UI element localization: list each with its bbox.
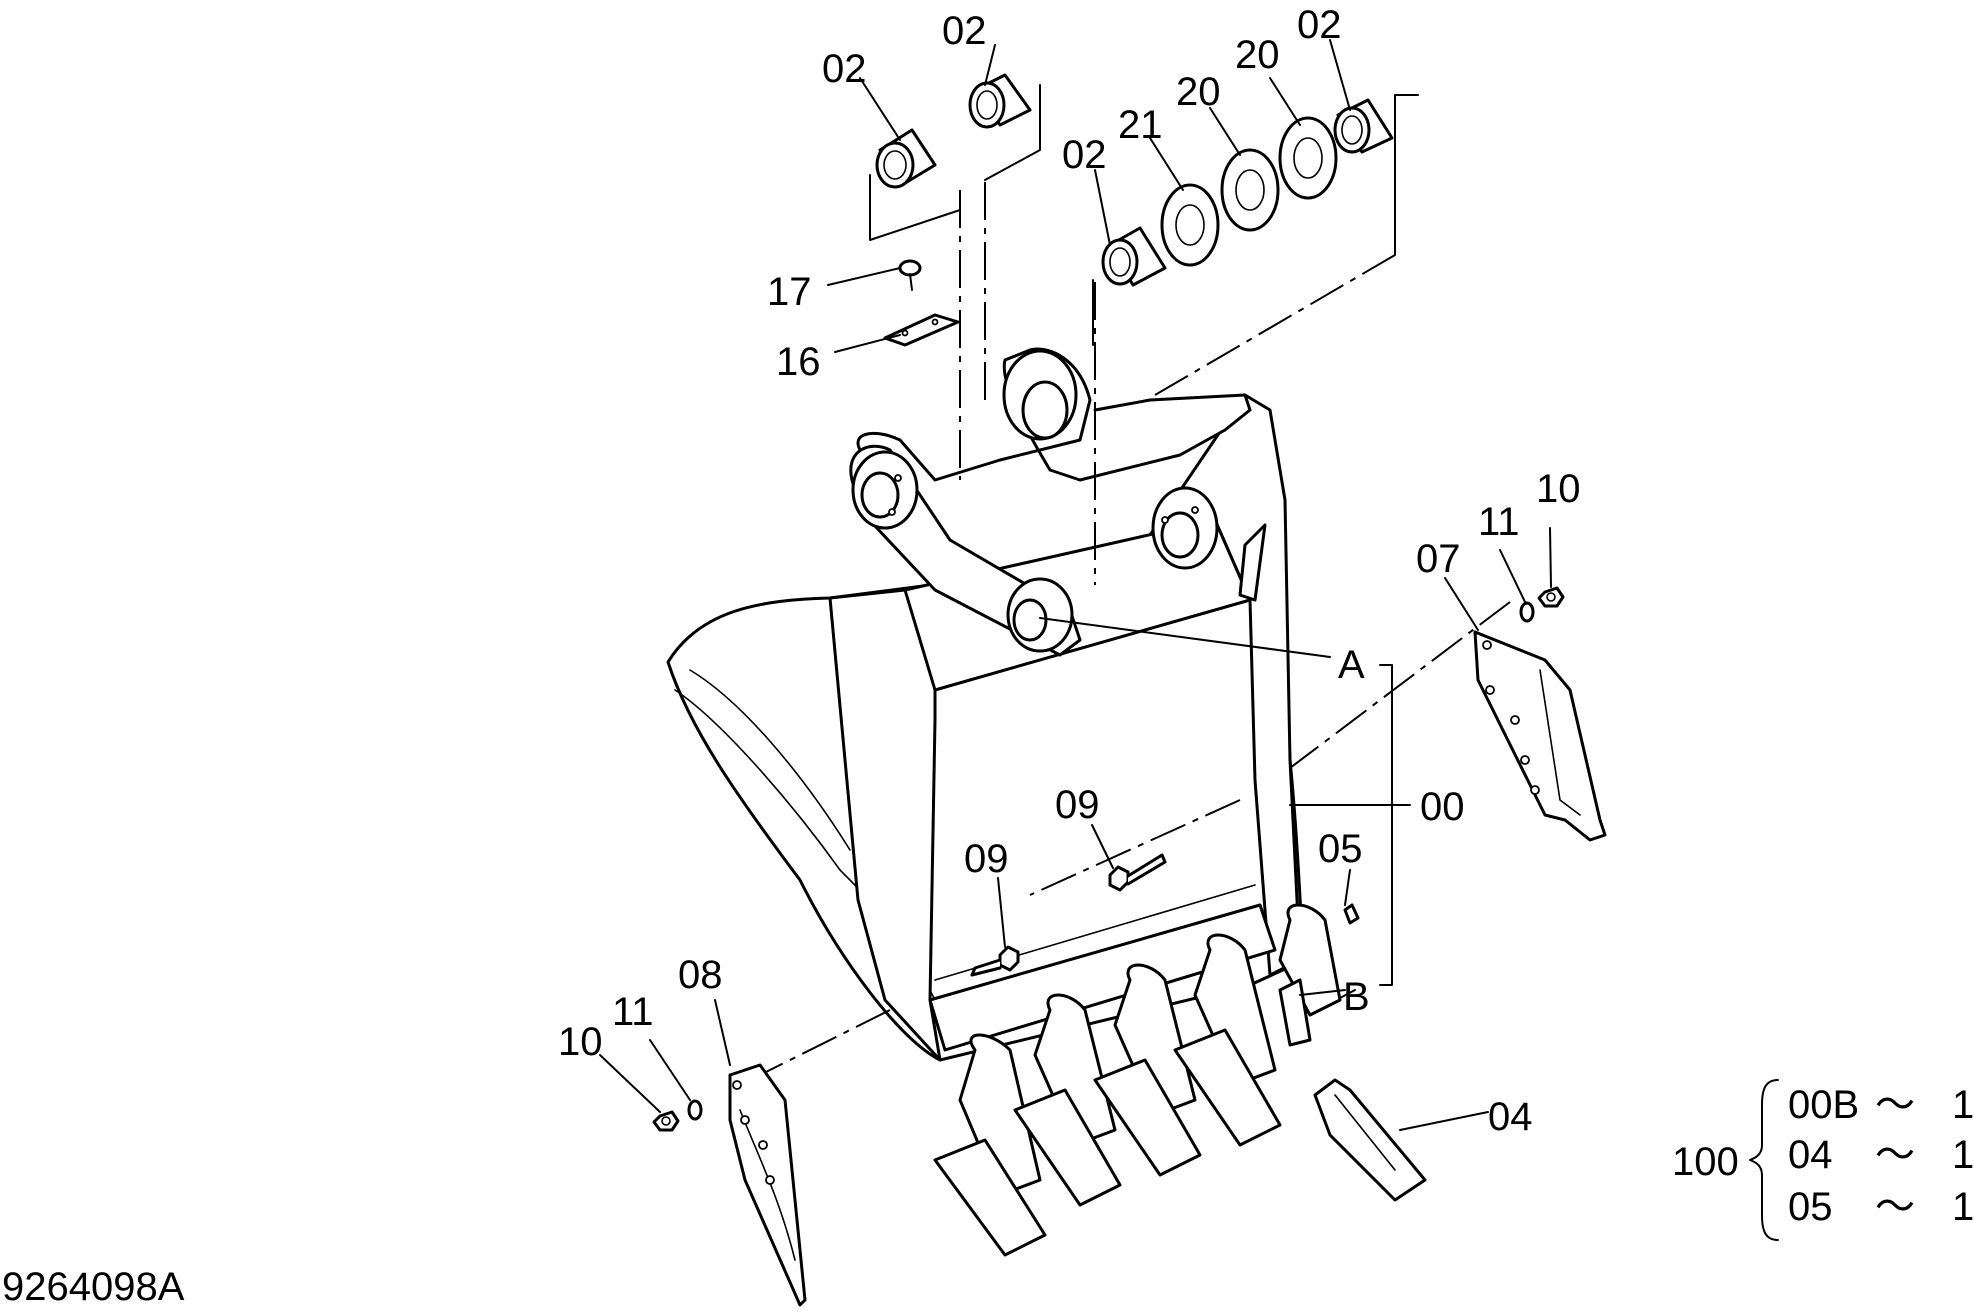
callout-17: 17 <box>767 270 812 314</box>
callout-02d: 02 <box>1297 3 1342 47</box>
washer-21 <box>1160 183 1220 267</box>
callout-00: 00 <box>1420 785 1465 829</box>
bolt-09-b <box>1108 853 1167 892</box>
pin-boss-right <box>1151 486 1219 570</box>
callout-02a: 02 <box>822 47 867 91</box>
callout-11-right: 11 <box>1478 500 1520 544</box>
plate-16 <box>883 313 960 347</box>
kit-row-3-part: 05 <box>1788 1185 1833 1229</box>
kit-row-2-qty: 1 <box>1952 1133 1974 1177</box>
kit-table: 100 00B 〜 1 04 〜 1 05 〜 1 <box>1672 1083 1974 1229</box>
bolt-09-a <box>970 945 1020 977</box>
washer-20b <box>1278 116 1338 200</box>
kit-row-1-qty: 1 <box>1952 1083 1974 1127</box>
tooth-3 <box>1093 963 1202 1177</box>
kit-row-3-qty: 1 <box>1952 1185 1974 1229</box>
kit-row-2-sym: 〜 <box>1875 1133 1915 1177</box>
nut-10-right <box>1537 586 1565 608</box>
side-cutter-07 <box>1473 630 1607 842</box>
bushing-02a <box>875 128 937 189</box>
kit-row-1-sym: 〜 <box>1875 1083 1915 1127</box>
tooth-04-detached <box>1313 1078 1427 1202</box>
bushing-02b <box>968 73 1032 129</box>
tooth-2 <box>1013 993 1122 1207</box>
callout-04: 04 <box>1488 1095 1533 1139</box>
callout-11-left: 11 <box>612 990 654 1034</box>
side-cutter-08 <box>728 1063 807 1307</box>
link-brackets <box>849 347 1267 657</box>
callout-B: B <box>1343 975 1370 1019</box>
bushings <box>875 73 1394 287</box>
callout-09b: 09 <box>964 837 1009 881</box>
callout-08: 08 <box>678 953 723 997</box>
kit-number: 100 <box>1672 1140 1739 1184</box>
callout-10-right: 10 <box>1536 467 1581 511</box>
callout-02b: 02 <box>942 9 987 53</box>
callout-16: 16 <box>776 340 821 384</box>
kit-row-1-part: 00B <box>1788 1083 1859 1127</box>
callout-21: 21 <box>1118 103 1163 147</box>
bucket-teeth <box>933 903 1427 1257</box>
callout-07: 07 <box>1416 537 1461 581</box>
assembly-lines <box>729 84 1511 1091</box>
nut-10-left <box>652 1110 680 1132</box>
callout-labels: 02 02 02 21 20 20 02 17 16 10 11 07 A 00… <box>558 3 1581 1139</box>
screw-17 <box>898 259 922 291</box>
bushing-02d <box>1333 98 1394 154</box>
pin-boss-left <box>851 450 919 530</box>
washer-11-left <box>687 1099 703 1121</box>
leader-lines <box>599 39 1779 1241</box>
washer-20a <box>1220 148 1280 232</box>
tooth-1 <box>933 1033 1047 1257</box>
pin-boss-top <box>1002 349 1078 441</box>
pin-boss-lower <box>1006 577 1074 653</box>
tooth-4 <box>1173 933 1282 1147</box>
pin-05 <box>1343 903 1360 925</box>
callout-09a: 09 <box>1055 783 1100 827</box>
washer-11-right <box>1519 601 1535 623</box>
drawing-id: 9264098A <box>2 1265 185 1309</box>
callout-20a: 20 <box>1176 70 1221 114</box>
kit-row-3-sym: 〜 <box>1875 1185 1915 1229</box>
kit-row-2-part: 04 <box>1788 1133 1833 1177</box>
tooth-5 <box>1278 903 1342 1047</box>
callout-20b: 20 <box>1235 33 1280 77</box>
callout-02c: 02 <box>1062 133 1107 177</box>
bushing-02c <box>1101 226 1167 287</box>
callout-A: A <box>1338 643 1365 687</box>
bucket-body <box>666 393 1307 1062</box>
callout-10-left: 10 <box>558 1020 603 1064</box>
callout-05: 05 <box>1318 827 1363 871</box>
